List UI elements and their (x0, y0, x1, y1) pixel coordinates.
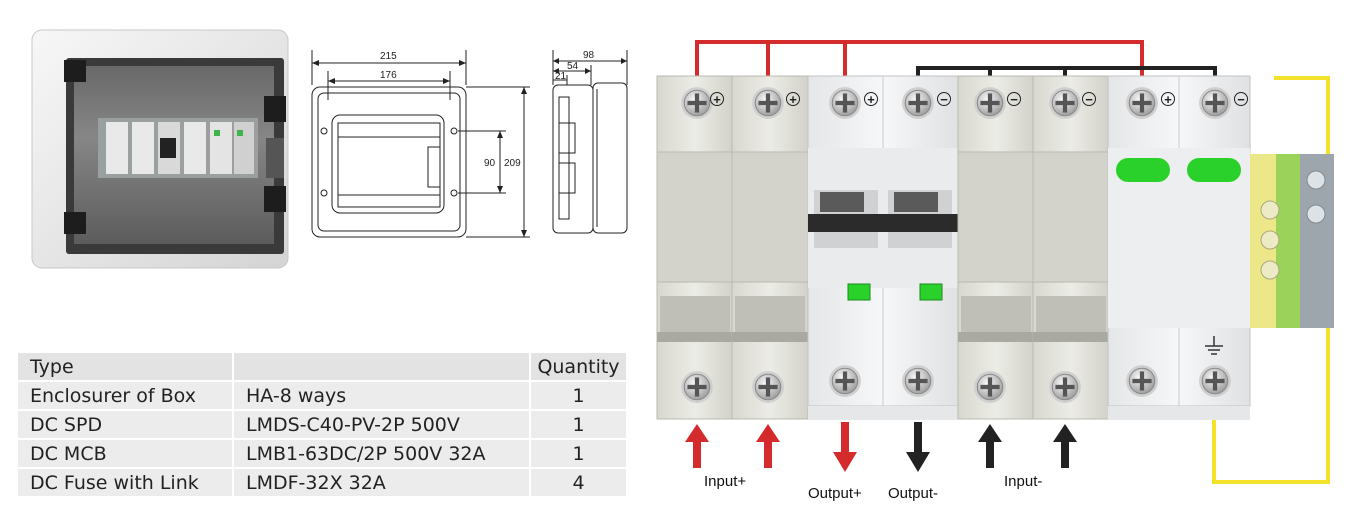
earth-wire (1212, 76, 1330, 484)
label-input-negative: Input- (1004, 473, 1042, 490)
dimension-depth-54: 54 (567, 61, 579, 72)
earth-terminal-block (1250, 154, 1334, 328)
dimension-width-215: 215 (380, 51, 397, 62)
enclosure-photo (31, 29, 289, 269)
label-input-positive: Input+ (704, 473, 746, 490)
polarity-sign: + (1164, 92, 1172, 107)
positive-wire (695, 40, 1144, 76)
table-row: DC MCB LMB1-63DC/2P 500V 32A 1 (18, 440, 626, 467)
polarity-sign: + (789, 92, 797, 107)
table-cell-type: DC Fuse with Link (18, 469, 234, 496)
side-dimension-drawing: 98 54 21 (552, 50, 628, 234)
table-header-type: Type (18, 353, 234, 380)
fuse-holder-input-positive (656, 75, 809, 420)
front-dimension-drawing: 215 176 90 209 (311, 50, 530, 238)
polarity-sign: − (940, 92, 948, 107)
wiring-diagram: + + + − − − + − (656, 40, 1334, 502)
output-positive-arrow (833, 422, 857, 472)
label-output-positive: Output+ (808, 485, 862, 502)
table-cell-quantity: 1 (531, 411, 626, 438)
polarity-sign: + (713, 92, 721, 107)
table-cell-quantity: 1 (531, 440, 626, 467)
table-row: Enclosurer of Box HA-8 ways 1 (18, 382, 626, 409)
polarity-sign: − (1010, 92, 1018, 107)
output-negative-arrow (906, 422, 930, 472)
table-row: DC SPD LMDS-C40-PV-2P 500V 1 (18, 411, 626, 438)
table-header-row: Type Quantity (18, 353, 626, 380)
table-cell-quantity: 4 (531, 469, 626, 496)
table-cell-type: DC MCB (18, 440, 234, 467)
dimension-height-209: 209 (504, 158, 521, 169)
table-header-quantity: Quantity (531, 353, 626, 380)
dc-spd (1107, 75, 1251, 420)
table-cell-model: LMDF-32X 32A (234, 469, 531, 496)
polarity-sign: + (867, 92, 875, 107)
table-cell-model: HA-8 ways (234, 382, 531, 409)
negative-wire (916, 66, 1217, 76)
polarity-sign: − (1237, 92, 1245, 107)
table-cell-quantity: 1 (531, 382, 626, 409)
dimension-depth-21: 21 (555, 71, 567, 82)
label-output-negative: Output- (888, 485, 938, 502)
dimension-width-176: 176 (380, 70, 397, 81)
dc-mcb (807, 75, 959, 420)
table-header-model (234, 353, 531, 380)
fuse-holder-input-negative (957, 75, 1110, 420)
component-table: Type Quantity Enclosurer of Box HA-8 way… (18, 351, 626, 498)
table-cell-type: Enclosurer of Box (18, 382, 234, 409)
dimension-depth-98: 98 (583, 50, 595, 61)
polarity-sign: − (1085, 92, 1093, 107)
input-positive-arrows (685, 424, 780, 468)
table-cell-model: LMB1-63DC/2P 500V 32A (234, 440, 531, 467)
table-cell-model: LMDS-C40-PV-2P 500V (234, 411, 531, 438)
dimension-height-90: 90 (484, 158, 496, 169)
table-cell-type: DC SPD (18, 411, 234, 438)
table-row: DC Fuse with Link LMDF-32X 32A 4 (18, 469, 626, 496)
input-negative-arrows (978, 424, 1077, 468)
